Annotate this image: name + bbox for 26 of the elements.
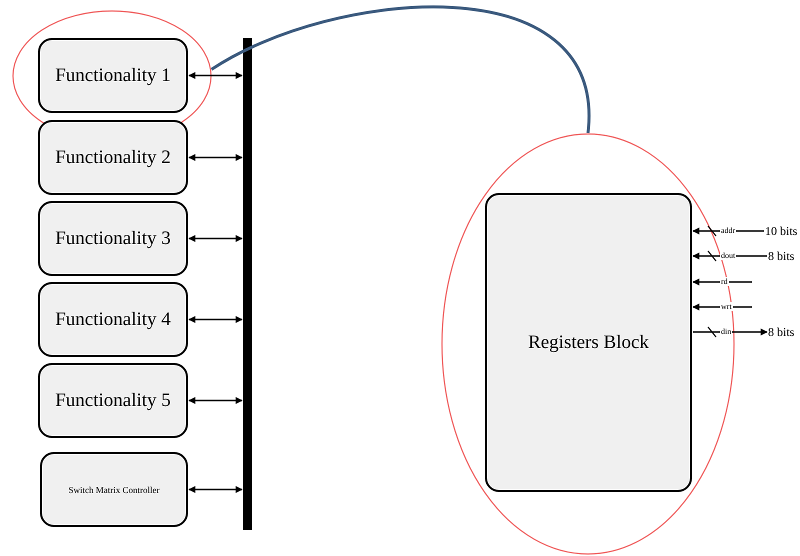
signal-label: rd (720, 277, 729, 286)
arrow (188, 397, 243, 404)
bit-width-label: 8 bits (768, 249, 794, 264)
arrow (188, 154, 243, 161)
arrow (692, 278, 752, 286)
functionality-box: Functionality 3 (38, 201, 188, 276)
arrow (188, 72, 243, 79)
functionality-box: Functionality 2 (38, 120, 188, 195)
arrow (692, 252, 767, 260)
functionality-box: Functionality 4 (38, 282, 188, 357)
connector-curve (210, 6, 590, 134)
registers-block: Registers Block (485, 193, 692, 492)
functionality-box: Functionality 5 (38, 363, 188, 438)
arrow (693, 328, 768, 336)
signal-label: din (720, 327, 732, 336)
functionality-box: Switch Matrix Controller (40, 452, 188, 527)
functionality-box: Functionality 1 (38, 38, 188, 113)
signal-label: dout (720, 251, 736, 260)
signal-label: addr (720, 226, 736, 235)
arrow (692, 304, 752, 310)
bit-width-label: 8 bits (768, 325, 794, 340)
signal-label: wrt (720, 302, 733, 311)
arrow (188, 316, 243, 323)
bit-width-label: 10 bits (765, 224, 798, 239)
arrow (188, 235, 243, 242)
arrow (188, 486, 243, 493)
